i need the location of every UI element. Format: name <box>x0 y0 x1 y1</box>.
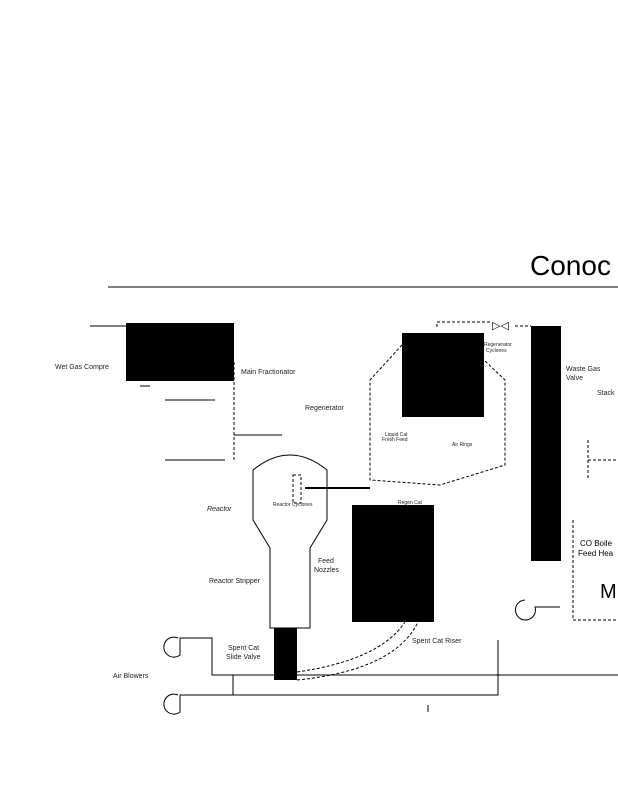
blower-icon <box>514 599 560 621</box>
label-regen-cat: Regen Cat <box>398 500 423 506</box>
label-waste-gas: Waste Gas <box>566 366 601 373</box>
regenerator-cyclones-block <box>402 333 484 417</box>
main-fractionator-block <box>126 323 234 381</box>
label-spent-cat: Spent Cat <box>228 645 259 652</box>
label-valve: Valve <box>566 375 583 382</box>
label-regen-cyclones: Regenerator <box>484 342 512 348</box>
riser-line <box>296 621 406 673</box>
air-blower-1 <box>163 636 618 676</box>
regenerator-vessel <box>369 344 506 486</box>
stack-line <box>587 440 618 480</box>
co-boiler-box <box>572 520 618 621</box>
air-blower-2 <box>163 640 499 715</box>
flue-gas-stack-block <box>531 326 561 561</box>
label-stack: Stack <box>597 390 615 397</box>
label-spent-cat-riser: Spent Cat Riser <box>412 638 462 645</box>
brand-logo: Conoc <box>530 250 611 281</box>
label-air-rings: Air Rings <box>452 442 473 448</box>
label-slide-valve: Slide Valve <box>226 654 261 661</box>
label-co-boiler: CO Boile <box>580 539 613 548</box>
label-liquid-cat: Liquid Cat <box>385 432 408 438</box>
label-feed: Feed <box>318 558 334 565</box>
valve-icon: ▷◁ <box>492 320 509 332</box>
riser-line <box>296 621 419 681</box>
label-reactor-cyclones: Reactor Cyclones <box>273 502 313 508</box>
reactor-cyclone <box>292 474 302 504</box>
label-regen-cyclones-2: Cyclones <box>486 348 507 354</box>
flue-line <box>436 321 490 327</box>
label-nozzles: Nozzles <box>314 567 339 574</box>
regen-cat-standpipe-block <box>352 505 434 622</box>
heater-coil-icon: M <box>600 581 617 603</box>
label-wet-gas: Wet Gas Compre <box>55 364 109 371</box>
label-regenerator: Regenerator <box>305 405 345 412</box>
spent-cat-slide-valve <box>274 628 297 680</box>
label-reactor: Reactor <box>207 506 232 513</box>
label-main-fractionator: Main Fractionator <box>241 369 296 376</box>
label-reactor-stripper: Reactor Stripper <box>209 578 261 585</box>
label-air-blowers: Air Blowers <box>113 673 149 680</box>
reactor-vessel <box>252 454 328 629</box>
label-fresh-feed: Fresh Feed <box>382 437 408 443</box>
label-feed-heater: Feed Hea <box>578 549 614 558</box>
